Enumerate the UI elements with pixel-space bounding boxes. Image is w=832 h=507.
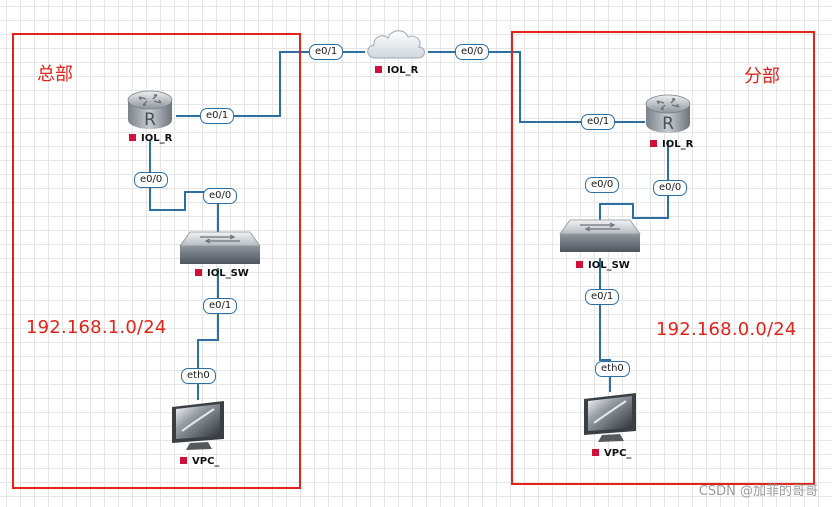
- iface-branch-switch-down[interactable]: e0/1: [585, 289, 620, 305]
- hq-zone: [12, 33, 301, 489]
- watermark: CSDN @加菲的哥哥: [698, 484, 818, 499]
- iface-branch-router-down[interactable]: e0/0: [653, 180, 688, 196]
- iface-hq-vpc[interactable]: eth0: [181, 368, 216, 384]
- iface-hq-router-up[interactable]: e0/1: [200, 108, 235, 124]
- branch-router-label: IOL_R: [650, 139, 693, 150]
- hq-switch-node[interactable]: [178, 228, 262, 268]
- iface-hq-router-down[interactable]: e0/0: [134, 172, 169, 188]
- node-marker-icon: [576, 261, 583, 268]
- link-branch-router-to-switch: [599, 140, 669, 220]
- iface-hq-switch-up[interactable]: e0/0: [203, 188, 238, 204]
- cloud-node[interactable]: [363, 24, 429, 64]
- iface-branch-router-up[interactable]: e0/1: [581, 114, 616, 130]
- svg-text:R: R: [662, 114, 674, 134]
- iface-cloud-right[interactable]: e0/0: [455, 44, 490, 60]
- cloud-icon: [367, 30, 426, 59]
- monitor-icon: [172, 401, 224, 450]
- router-icon: R: [127, 90, 173, 130]
- branch-switch-label: IOL_SW: [576, 260, 630, 271]
- node-marker-icon: [129, 134, 136, 141]
- cloud-node-label: IOL_R: [375, 65, 418, 76]
- iface-cloud-left[interactable]: e0/1: [309, 44, 344, 60]
- switch-icon: [559, 219, 641, 252]
- router-icon: R: [645, 94, 691, 134]
- iface-hq-switch-down[interactable]: e0/1: [203, 298, 238, 314]
- branch-vpc-node[interactable]: [580, 391, 640, 445]
- hq-vpc-node[interactable]: [168, 399, 228, 453]
- branch-subnet-label: 192.168.0.0/24: [656, 319, 797, 340]
- hq-switch-label: IOL_SW: [195, 268, 249, 279]
- node-marker-icon: [592, 449, 599, 456]
- branch-zone-title: 分部: [744, 66, 780, 87]
- branch-router-node[interactable]: R: [644, 92, 692, 136]
- node-marker-icon: [180, 457, 187, 464]
- node-marker-icon: [375, 66, 382, 73]
- branch-switch-node[interactable]: [558, 216, 642, 256]
- node-marker-icon: [195, 269, 202, 276]
- switch-icon: [179, 231, 261, 264]
- hq-subnet-label: 192.168.1.0/24: [26, 317, 167, 338]
- hq-router-node[interactable]: R: [126, 88, 174, 132]
- svg-text:R: R: [144, 110, 156, 130]
- iface-branch-switch-up[interactable]: e0/0: [585, 177, 620, 193]
- hq-router-label: IOL_R: [129, 133, 172, 144]
- branch-vpc-label: VPC_: [592, 448, 631, 459]
- branch-zone: [511, 31, 815, 485]
- monitor-icon: [584, 393, 636, 442]
- hq-zone-title: 总部: [37, 64, 73, 85]
- node-marker-icon: [650, 140, 657, 147]
- iface-branch-vpc[interactable]: eth0: [595, 361, 630, 377]
- hq-vpc-label: VPC_: [180, 456, 219, 467]
